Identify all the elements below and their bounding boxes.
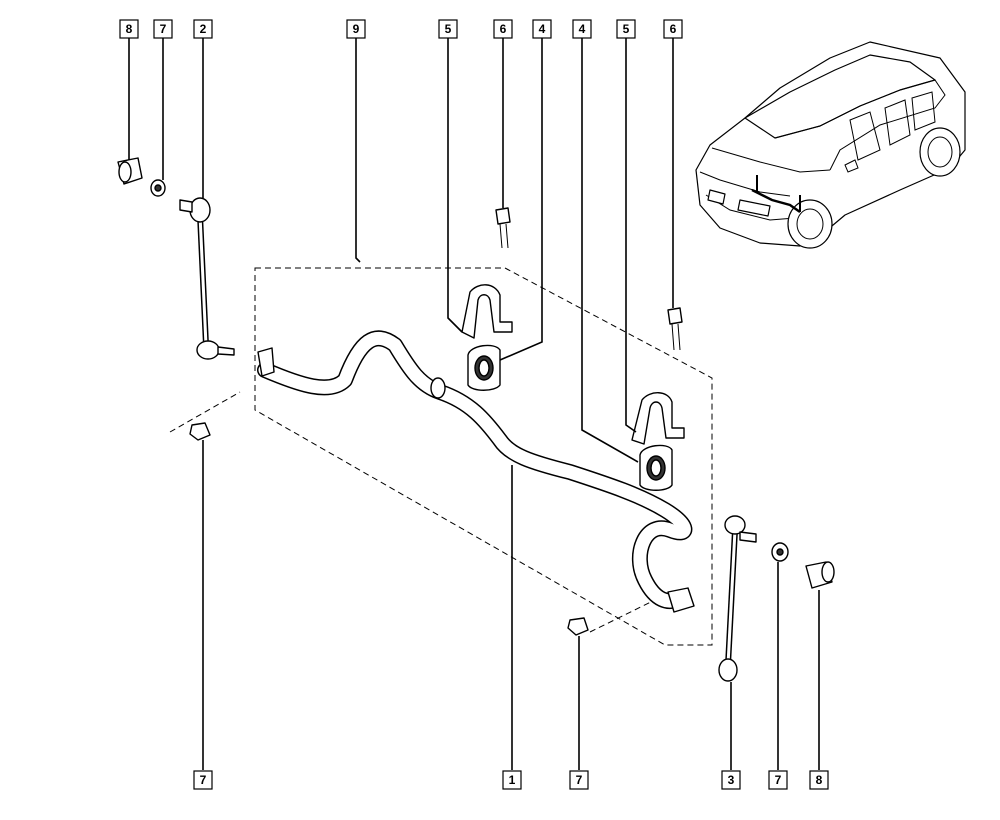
callout-7-bottom-middle: 7 (569, 770, 589, 790)
right-nut-7-top (771, 542, 789, 562)
callout-6-top-right: 6 (663, 19, 683, 39)
svg-text:7: 7 (160, 22, 167, 36)
callout-7-bottom-left: 7 (193, 770, 213, 790)
callout-1-bottom: 1 (502, 770, 522, 790)
svg-text:6: 6 (500, 22, 507, 36)
svg-text:5: 5 (623, 22, 630, 36)
callout-4-top-left: 4 (532, 19, 552, 39)
left-nut-7-bottom (189, 422, 211, 441)
left-bush-8 (117, 157, 143, 185)
svg-text:4: 4 (579, 22, 586, 36)
svg-text:6: 6 (670, 22, 677, 36)
right-bush-8 (805, 561, 835, 589)
right-drop-link (718, 515, 757, 682)
callout-8-bottom-right: 8 (809, 770, 829, 790)
subassembly-outline (254, 267, 713, 646)
vehicle-location-illustration (695, 41, 966, 249)
fixing-line-left (169, 391, 241, 433)
callout-5-top-left: 5 (438, 19, 458, 39)
callout-2-top: 2 (193, 19, 213, 39)
left-clamp-5 (461, 284, 513, 339)
callout-3-bottom: 3 (721, 770, 741, 790)
callout-7-bottom-right: 7 (768, 770, 788, 790)
callout-7-top-left: 7 (153, 19, 173, 39)
left-bush-4 (467, 344, 501, 391)
svg-text:7: 7 (576, 773, 583, 787)
svg-text:2: 2 (200, 22, 207, 36)
right-nut-7-bottom (567, 617, 589, 636)
svg-text:7: 7 (775, 773, 782, 787)
left-drop-link (179, 197, 235, 360)
svg-text:7: 7 (200, 773, 207, 787)
svg-text:5: 5 (445, 22, 452, 36)
callout-6-top-left: 6 (493, 19, 513, 39)
left-bolt-6 (495, 207, 511, 249)
svg-text:8: 8 (126, 22, 133, 36)
fixing-line-right (589, 594, 666, 633)
callout-4-top-right: 4 (572, 19, 592, 39)
callout-9-top: 9 (346, 19, 366, 39)
right-bush-4 (639, 444, 673, 491)
callout-8-top-left: 8 (119, 19, 139, 39)
svg-text:8: 8 (816, 773, 823, 787)
callout-5-top-right: 5 (616, 19, 636, 39)
left-nut-7-top (150, 179, 166, 197)
leader-lines (128, 38, 820, 770)
right-clamp-5 (631, 392, 685, 445)
right-bolt-6 (667, 307, 683, 351)
svg-text:4: 4 (539, 22, 546, 36)
svg-text:3: 3 (728, 773, 735, 787)
svg-text:1: 1 (509, 773, 516, 787)
anti-roll-bar (257, 330, 695, 613)
svg-text:9: 9 (353, 22, 360, 36)
